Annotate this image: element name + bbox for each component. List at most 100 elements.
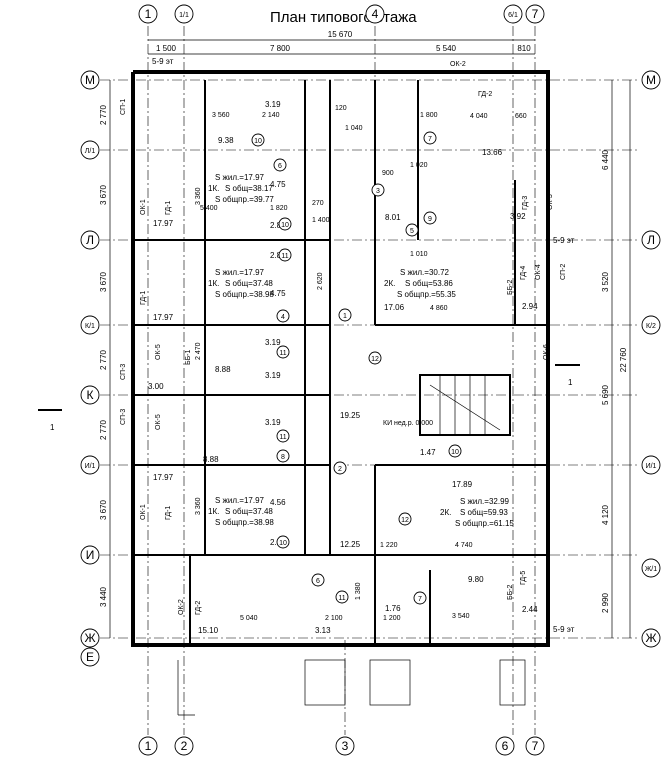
label-ok: ОК-2 bbox=[178, 599, 185, 615]
label-ok: ОК-5 bbox=[155, 344, 162, 360]
dim-left: 2 770 bbox=[99, 419, 108, 440]
axis-bottom-label: 1 bbox=[145, 739, 152, 753]
dim-right: 6 440 bbox=[601, 149, 610, 170]
apartment-5: S жил.=32.99 2К. S общ=59.93 S общпр.=61… bbox=[440, 497, 514, 528]
dim-label: 1 040 bbox=[345, 125, 363, 132]
apt-living: S жил.=32.99 bbox=[460, 497, 510, 506]
top-axis-markers: 1 1/1 4 6/1 7 bbox=[138, 4, 545, 24]
outer-walls bbox=[131, 70, 550, 647]
room-area: 3.19 bbox=[265, 338, 281, 347]
dim-label: 3 560 bbox=[212, 112, 230, 119]
apartment-1: S жил.=17.97 1К. S общ=38.17 S общпр.=39… bbox=[208, 173, 274, 204]
room-area: 3.00 bbox=[148, 382, 164, 391]
dim-right-total: 22 760 bbox=[619, 347, 628, 372]
dim-note: 5-9 эт bbox=[152, 57, 174, 66]
room-number: 9 bbox=[428, 216, 432, 223]
room-area: 12.25 bbox=[340, 540, 361, 549]
dim-label: 2 620 bbox=[317, 272, 324, 290]
dim-label: 1 400 bbox=[312, 217, 330, 224]
dim-label: 5 040 bbox=[240, 615, 258, 622]
label-gd: ГД-2 bbox=[478, 91, 492, 98]
apt-type: 1К. bbox=[208, 279, 219, 288]
apt-living: S жил.=30.72 bbox=[400, 268, 450, 277]
dim-right: 3 520 bbox=[601, 271, 610, 292]
dim-left: 3 670 bbox=[99, 184, 108, 205]
left-dimensions: 2 770 3 670 3 670 2 770 2 770 3 670 3 44… bbox=[99, 80, 111, 638]
dim-label: 3 540 bbox=[452, 613, 470, 620]
dim-label: 4 040 bbox=[470, 113, 488, 120]
room-area: 4.75 bbox=[270, 289, 286, 298]
room-number: 7 bbox=[428, 136, 432, 143]
room-area: 2.88 bbox=[270, 221, 286, 230]
room-area: 2.94 bbox=[522, 302, 538, 311]
room-number: 6 bbox=[278, 163, 282, 170]
label-gd: ГД-1 bbox=[165, 506, 172, 520]
room-number: 2 bbox=[338, 466, 342, 473]
axis-top-label: 7 bbox=[532, 7, 539, 21]
axis-bottom-label: 3 bbox=[342, 739, 349, 753]
right-note-bottom: 5-9 эт bbox=[553, 625, 575, 634]
room-number: 12 bbox=[401, 517, 409, 524]
dim-label: 900 bbox=[382, 170, 394, 177]
dim-label: 1 800 bbox=[420, 112, 438, 119]
apt-type: 2К. bbox=[384, 279, 395, 288]
dim-label: 120 bbox=[335, 105, 347, 112]
room-number: 10 bbox=[451, 449, 459, 456]
section-mark-right: 1 bbox=[568, 378, 573, 387]
room-area: 3.13 bbox=[315, 626, 331, 635]
dim-label: 2 470 bbox=[195, 342, 202, 360]
label-bb: ББ-1 bbox=[185, 349, 192, 365]
apartment-2: S жил.=17.97 1К. S общ=37.48 S общпр.=38… bbox=[208, 268, 274, 299]
apt-general: S общпр.=38.98 bbox=[215, 518, 274, 527]
dim-label: 2 100 bbox=[325, 615, 343, 622]
apt-type: 1К. bbox=[208, 184, 219, 193]
axis-top-label: 4 bbox=[372, 7, 379, 21]
apt-general: S общпр.=61.15 bbox=[455, 519, 514, 528]
room-number: 5 bbox=[410, 228, 414, 235]
room-area: 8.01 bbox=[385, 213, 401, 222]
dim-right: 4 120 bbox=[601, 504, 610, 525]
room-area: 17.89 bbox=[452, 480, 473, 489]
dim-left: 2 770 bbox=[99, 349, 108, 370]
label-ok: ОК-4 bbox=[535, 264, 542, 280]
label-bb: ББ-2 bbox=[507, 279, 514, 295]
label-sp: СП-3 bbox=[120, 364, 127, 380]
apt-total: S общ=37.48 bbox=[225, 279, 273, 288]
dim-left: 2 770 bbox=[99, 104, 108, 125]
label-bb: ББ-2 bbox=[507, 584, 514, 600]
label-gd: ГД-2 bbox=[195, 601, 202, 615]
dim-label: 3 360 bbox=[195, 497, 202, 515]
room-area: 9.38 bbox=[218, 136, 234, 145]
dim-seg: 5 540 bbox=[436, 44, 457, 53]
element-labels: ОК-1 ГД-1 ОК-1 ГД-1 ГД-1 ОК-2 ГД-2 ОК-2 … bbox=[120, 61, 567, 615]
interior-walls bbox=[133, 80, 548, 645]
room-area: 17.97 bbox=[153, 219, 174, 228]
vertical-axis-lines bbox=[147, 26, 536, 735]
room-area: 15.10 bbox=[198, 626, 219, 635]
label-sp: СП-2 bbox=[560, 264, 567, 280]
axis-right-label: Л bbox=[647, 233, 655, 247]
room-number: 1 bbox=[343, 313, 347, 320]
room-area: 4.56 bbox=[270, 498, 286, 507]
axis-right-label: Ж bbox=[645, 631, 656, 645]
dim-right: 2 990 bbox=[601, 592, 610, 613]
right-note: 5-9 эт bbox=[553, 236, 575, 245]
room-area: 3.19 bbox=[265, 418, 281, 427]
room-number: 8 bbox=[281, 454, 285, 461]
room-area-labels: 9.38 17.97 17.97 17.97 3.19 3.19 3.19 3.… bbox=[148, 100, 538, 635]
room-area: 4.75 bbox=[270, 180, 286, 189]
apt-living: S жил.=17.97 bbox=[215, 496, 265, 505]
room-number: 10 bbox=[254, 138, 262, 145]
axis-right-label: М bbox=[646, 73, 656, 87]
axis-left-label: Л bbox=[86, 233, 94, 247]
right-dimensions: 6 440 3 520 5 690 4 120 2 990 22 760 5-9… bbox=[553, 80, 631, 638]
dim-left: 3 440 bbox=[99, 586, 108, 607]
axis-left-label: И/1 bbox=[85, 463, 96, 470]
bottom-axis-markers: 1 2 3 6 7 bbox=[138, 736, 545, 756]
room-number-markers: 10 6 10 11 4 11 11 8 10 3 7 9 5 12 10 12… bbox=[251, 131, 462, 605]
room-area: 9.80 bbox=[468, 575, 484, 584]
label-gd: ГД-5 bbox=[520, 571, 527, 585]
axis-bottom-label: 2 bbox=[181, 739, 188, 753]
apt-total: S общ=37.48 bbox=[225, 507, 273, 516]
